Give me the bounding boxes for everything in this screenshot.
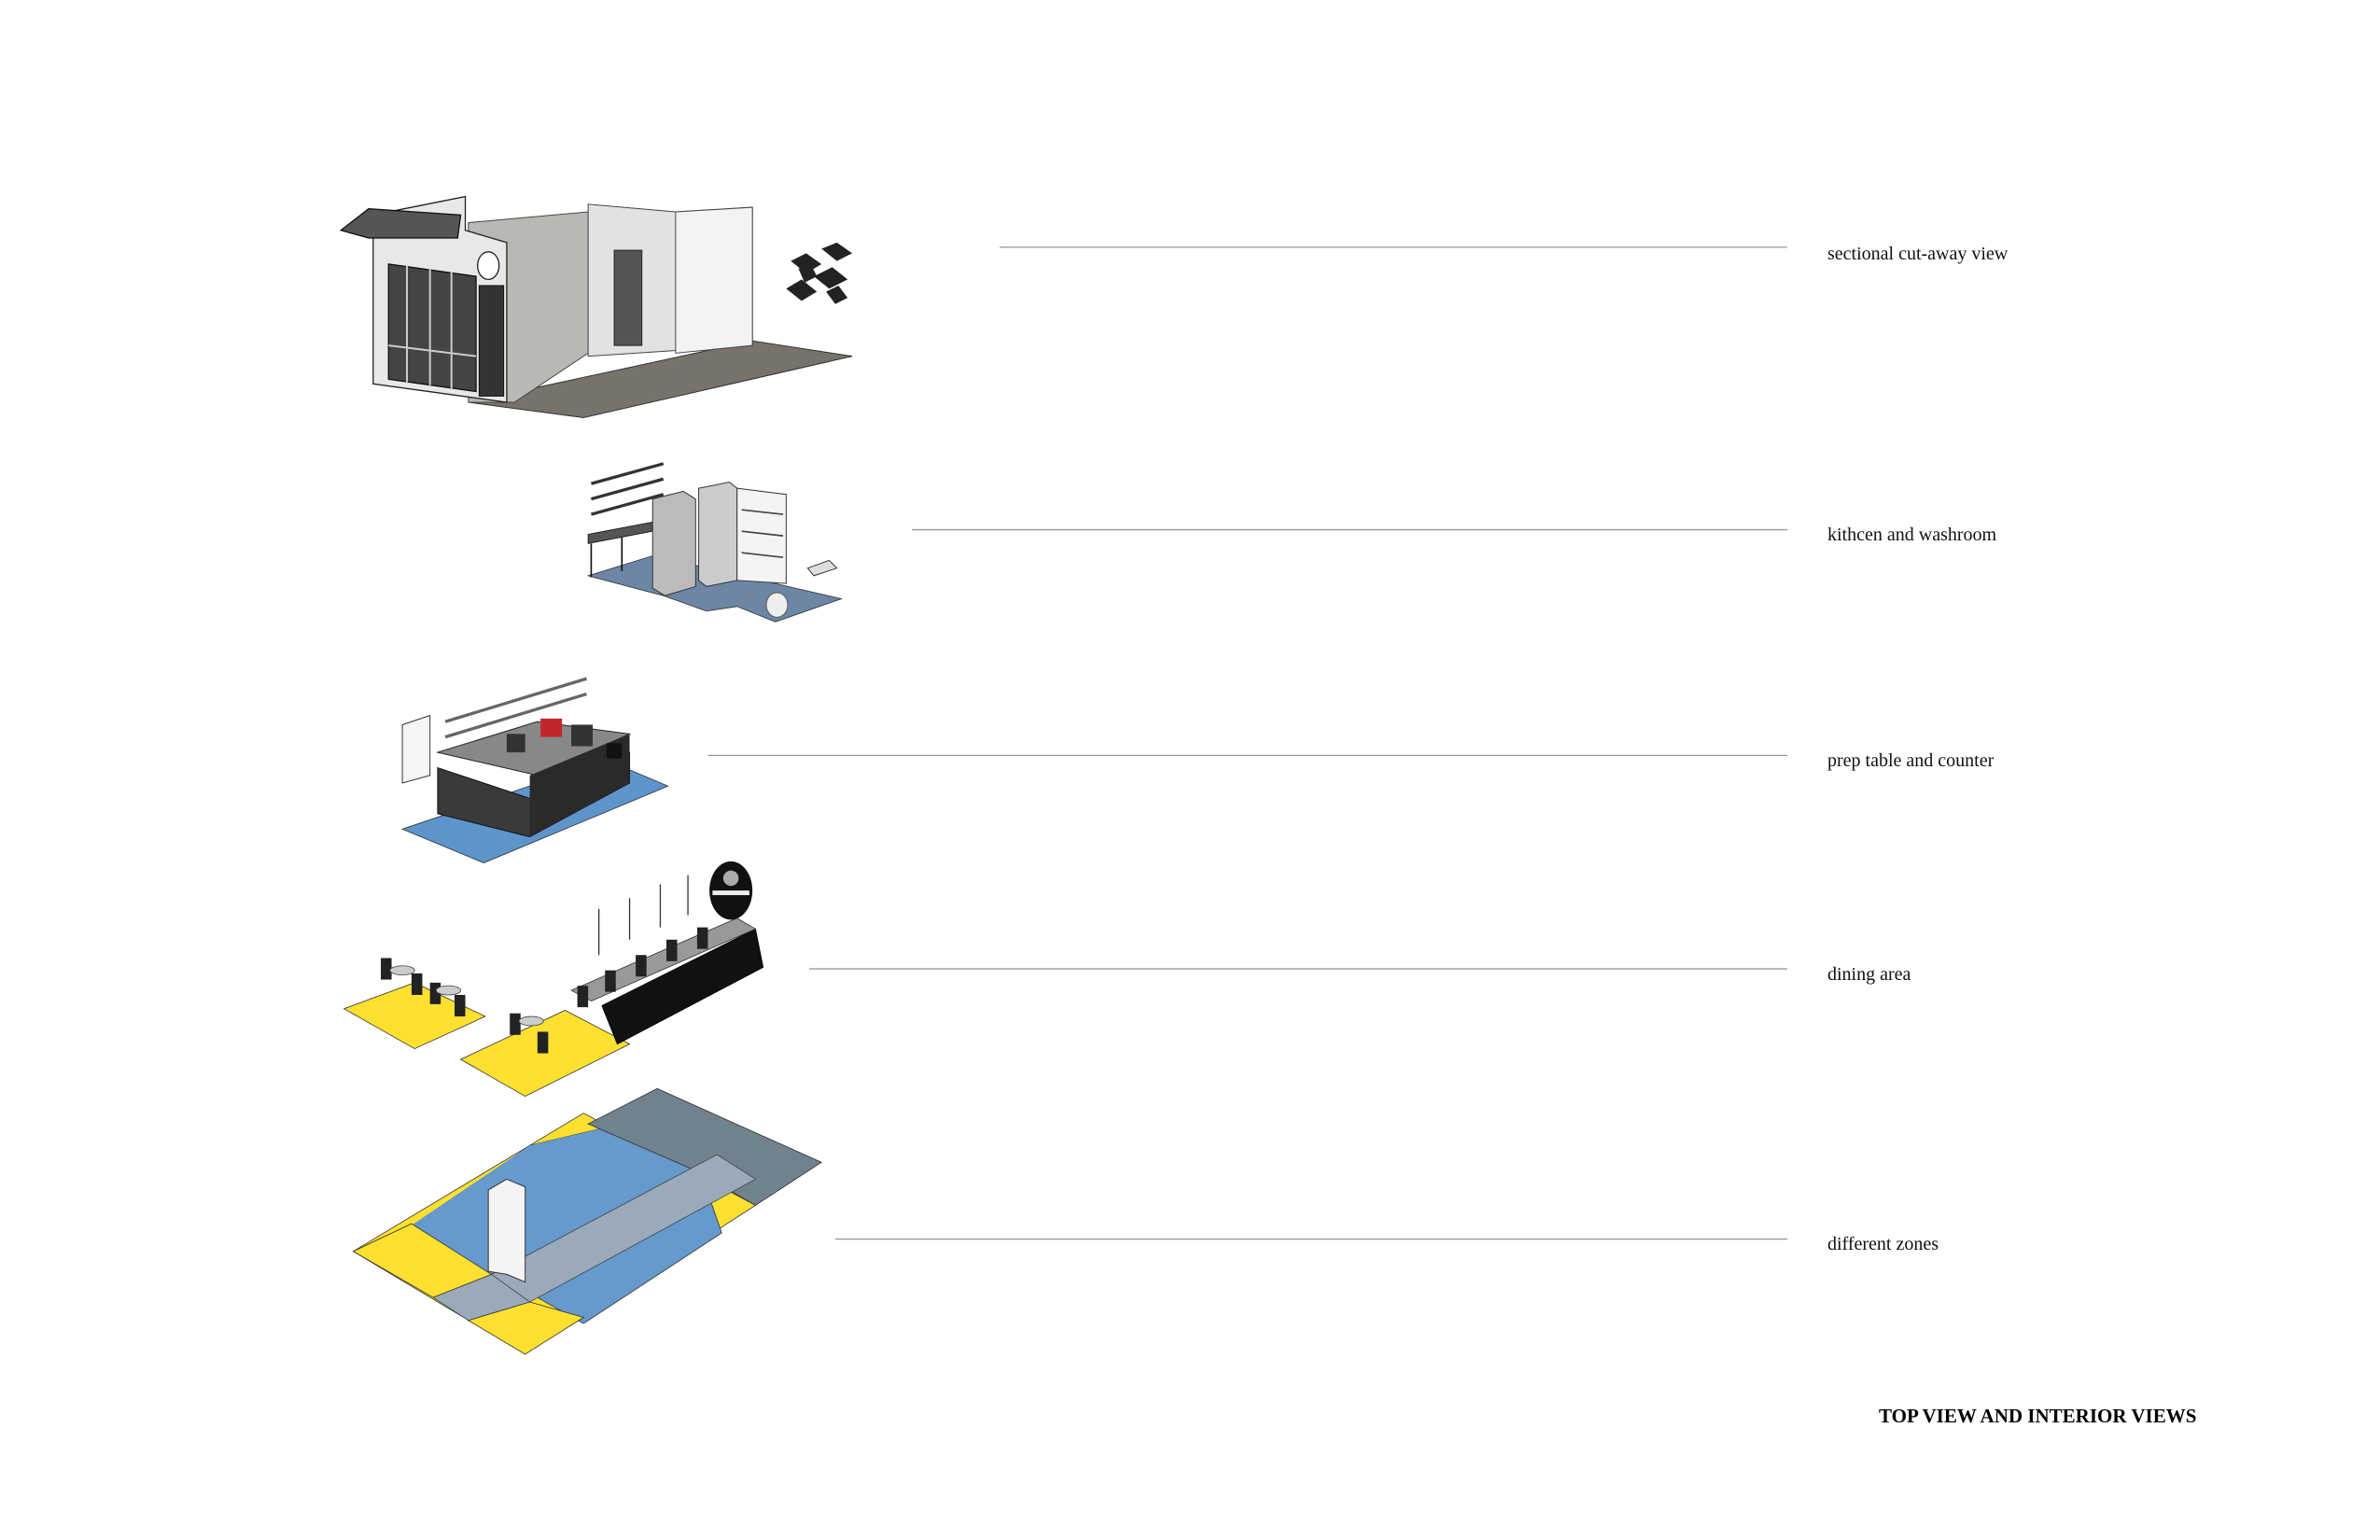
sectional-cutaway-model (339, 195, 853, 418)
dining-area-model (343, 861, 764, 1098)
kitchen-washroom-model (586, 462, 844, 623)
zones-plan-model (352, 1087, 823, 1355)
view-label-kitchen: kithcen and washroom (1827, 525, 1997, 545)
whirlwich-logo-sign (709, 861, 753, 920)
view-label-sectional: sectional cut-away view (1827, 244, 2009, 264)
prep-counter-model (400, 677, 669, 863)
view-label-zones: different zones (1827, 1234, 1939, 1254)
sheet-title: TOP VIEW AND INTERIOR VIEWS (1879, 1405, 2197, 1427)
view-label-dining: dining area (1827, 964, 1911, 985)
view-label-prep: prep table and counter (1827, 750, 1995, 771)
